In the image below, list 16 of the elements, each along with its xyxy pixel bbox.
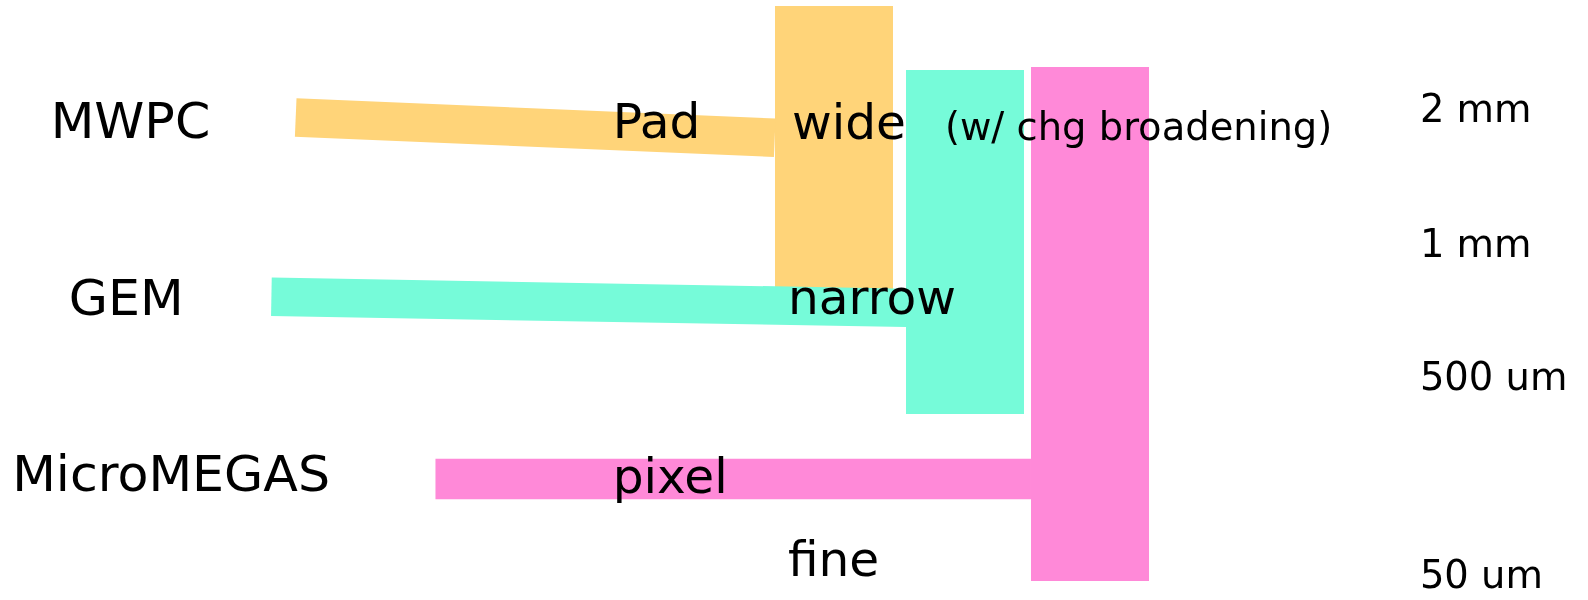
scale-label: 50 um (1419, 556, 1543, 595)
size-label: narrow (787, 273, 957, 323)
detector-label: GEM (68, 273, 272, 325)
connector-band (294, 98, 776, 157)
connector-band (271, 277, 907, 328)
size-label: fine (787, 534, 880, 584)
scale-label: 1 mm (1419, 224, 1532, 264)
edge-label: pixel (612, 451, 728, 501)
scale-label: 500 um (1419, 357, 1568, 396)
detector-label: MicroMEGAS (12, 448, 436, 500)
scale-label: 2 mm (1419, 90, 1532, 129)
edge-label: Pad (612, 97, 701, 146)
detector-label: MWPC (50, 96, 296, 147)
note-text: (w/ chg broadening) (944, 108, 1333, 147)
size-label: wide (791, 98, 906, 147)
connector-band (435, 458, 1031, 500)
